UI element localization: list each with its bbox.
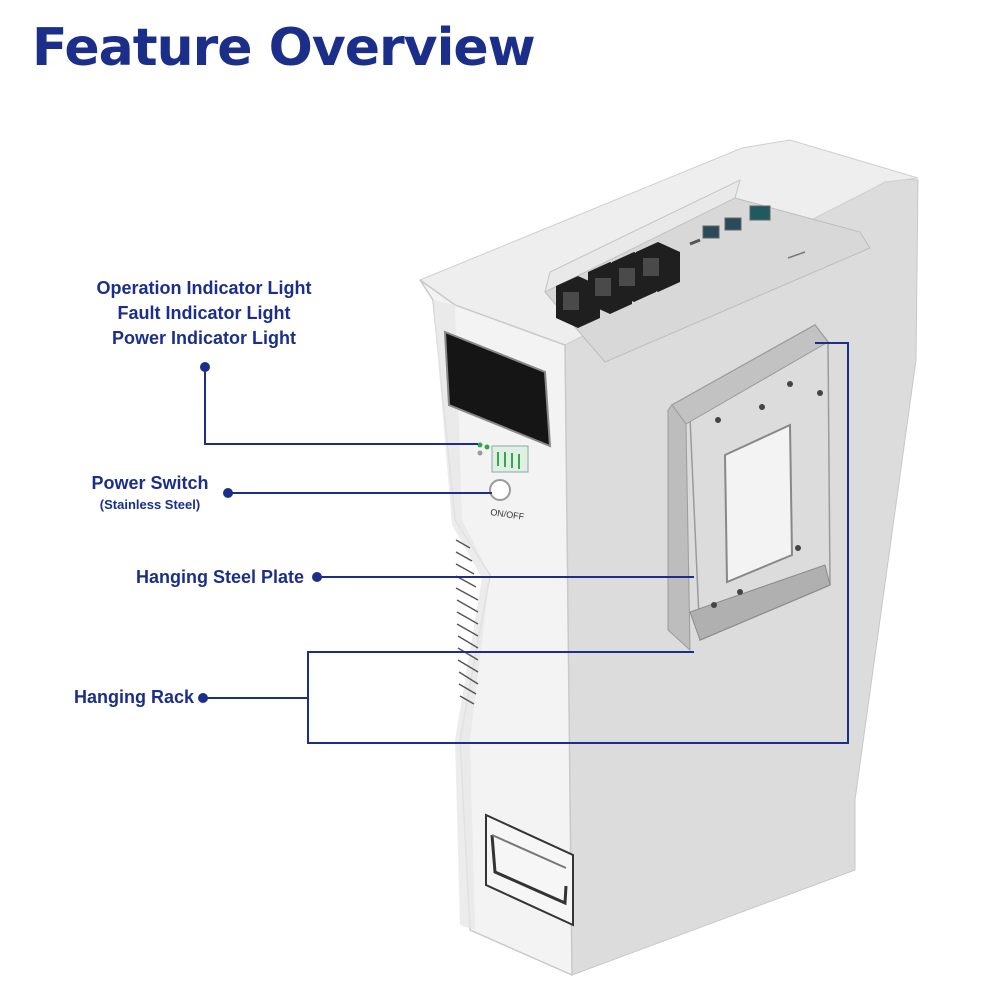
power-switch-label-group: Power Switch (Stainless Steel) bbox=[80, 471, 220, 514]
power-switch-label: Power Switch bbox=[91, 473, 209, 493]
top-handle bbox=[443, 330, 552, 448]
soc-indicator-icon bbox=[491, 445, 529, 473]
hanging-rack-bracket bbox=[307, 342, 849, 744]
power-switch-button bbox=[489, 479, 511, 501]
indicator-lights-label: Operation Indicator Light Fault Indicato… bbox=[88, 276, 320, 351]
indicator-leds bbox=[477, 442, 490, 456]
hanging-rack-label: Hanging Rack bbox=[74, 687, 195, 707]
callout-dots bbox=[198, 362, 322, 703]
hanging-plate-dot bbox=[312, 572, 322, 582]
communication-ports bbox=[689, 205, 806, 259]
hanging-plate-label: Hanging Steel Plate bbox=[136, 567, 305, 587]
vent-slots bbox=[455, 539, 479, 705]
power-switch-material: (Stainless Steel) bbox=[99, 497, 201, 512]
power-terminals bbox=[556, 242, 680, 328]
page-title: Feature Overview bbox=[32, 18, 536, 78]
hanging-rack-dot bbox=[198, 693, 208, 703]
operation-indicator-label: Operation Indicator Light bbox=[96, 278, 312, 298]
bottom-handle bbox=[485, 813, 574, 927]
fault-indicator-label: Fault Indicator Light bbox=[117, 303, 291, 323]
power-switch-dot bbox=[223, 488, 233, 498]
hanging-steel-plate bbox=[667, 324, 831, 652]
callout-lines bbox=[203, 342, 849, 744]
power-indicator-label: Power Indicator Light bbox=[111, 328, 296, 348]
hanging-rack-leader-line bbox=[203, 651, 694, 699]
indicator-leader-line bbox=[204, 367, 478, 445]
indicator-dot bbox=[200, 362, 210, 372]
power-switch-text: ON/OFF bbox=[490, 507, 526, 522]
